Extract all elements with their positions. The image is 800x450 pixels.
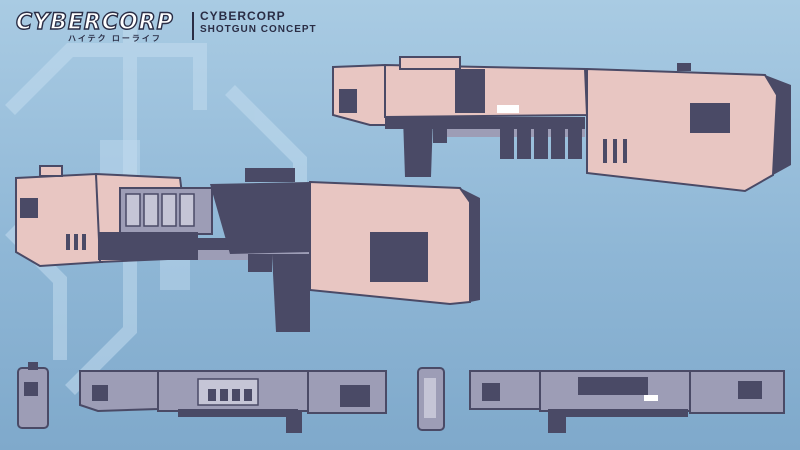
cybercorp-logo: CYBERCORP ハイテク ローライフ	[15, 9, 184, 46]
header: CYBERCORP ハイテク ローライフ CYBERCORP SHOTGUN C…	[15, 9, 317, 46]
page-subtitle: SHOTGUN CONCEPT	[200, 24, 317, 35]
title-block: CYBERCORP SHOTGUN CONCEPT	[200, 10, 317, 36]
gun-view-end-front	[417, 367, 445, 431]
gun-view-perspective-front	[15, 165, 480, 332]
logo-wordmark: CYBERCORP	[15, 9, 174, 35]
logo-japanese-tagline: ハイテク ローライフ	[68, 34, 162, 43]
gun-view-side-right	[469, 370, 785, 433]
gun-view-perspective-rear	[332, 56, 791, 193]
header-divider	[192, 12, 194, 40]
page-title: CYBERCORP	[200, 9, 286, 23]
gun-view-end-back	[17, 362, 49, 429]
gun-view-side-left	[79, 370, 387, 433]
